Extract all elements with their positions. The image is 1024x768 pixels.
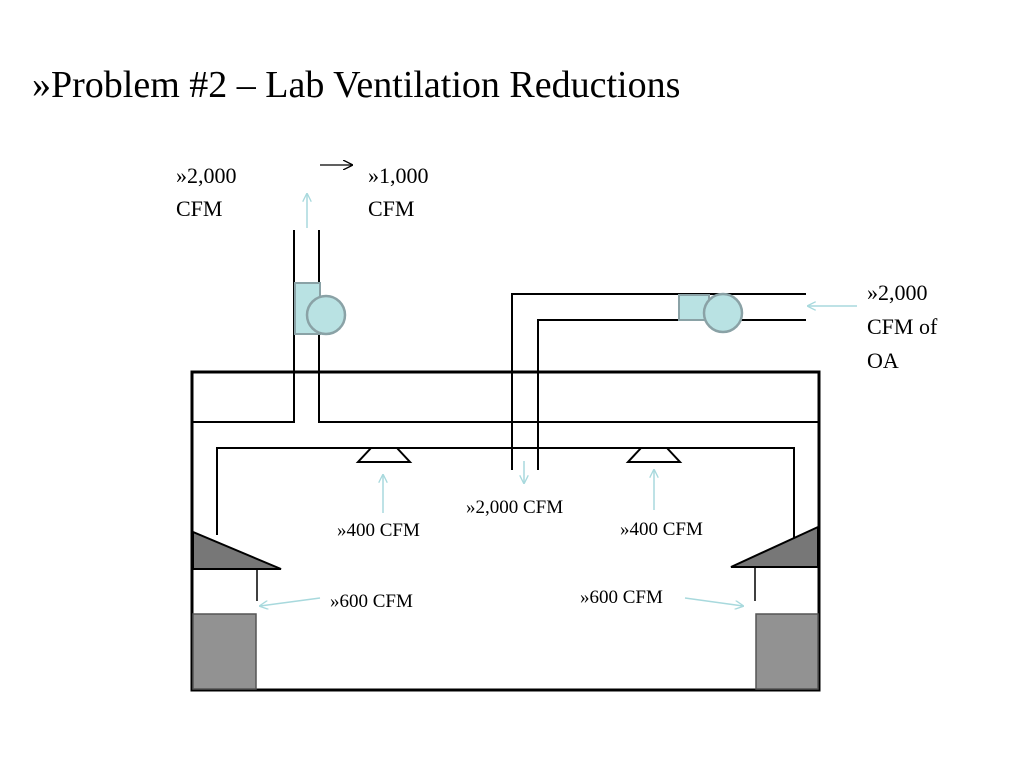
supply-center-label: »2,000 CFM xyxy=(466,497,563,518)
supply-duct xyxy=(511,293,806,470)
exhaust-before-label: »2,000 CFM xyxy=(176,163,242,221)
supply-fan xyxy=(678,292,744,334)
diffuser-right xyxy=(625,447,683,463)
diffuser-left xyxy=(355,447,413,463)
supply-left-label: »400 CFM xyxy=(337,520,420,541)
fume-hood-left xyxy=(192,530,282,690)
outside-air-label: »2,000 CFM of OA xyxy=(867,280,943,373)
hood-right-arrow xyxy=(684,597,743,606)
slide-title: »Problem #2 – Lab Ventilation Reductions xyxy=(32,64,681,106)
exhaust-fan xyxy=(294,282,347,336)
hood-left-label: »600 CFM xyxy=(330,591,413,612)
exhaust-after-label: »1,000 CFM xyxy=(368,163,434,221)
hood-exhaust-branch xyxy=(216,447,795,540)
lab-room xyxy=(190,370,821,692)
hood-left-arrow xyxy=(260,597,321,606)
hood-right-label: »600 CFM xyxy=(580,587,663,608)
supply-right-label: »400 CFM xyxy=(620,519,703,540)
fume-hood-right xyxy=(730,525,819,690)
airflow-arrows xyxy=(260,194,857,606)
